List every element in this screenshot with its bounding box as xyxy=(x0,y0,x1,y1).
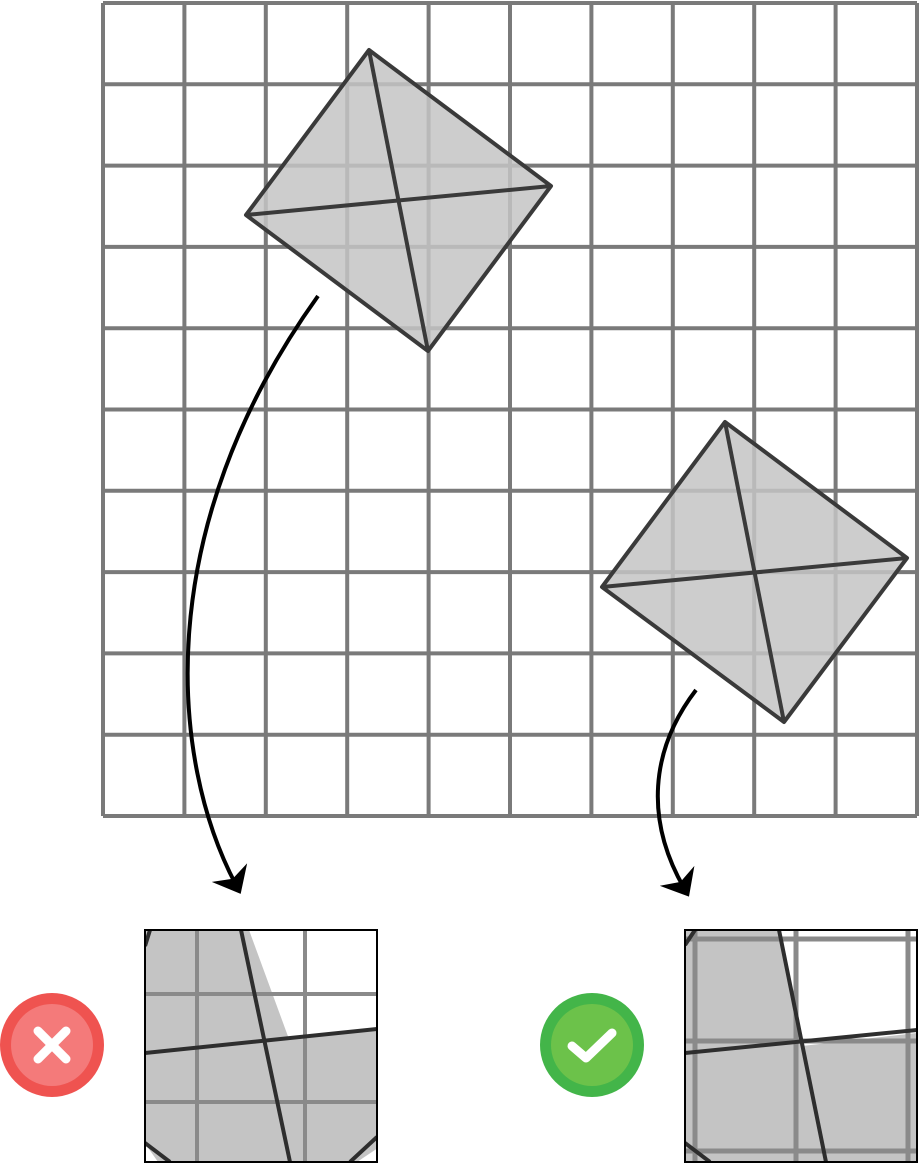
transformed-kite-shape xyxy=(600,420,909,724)
cross-icon xyxy=(0,993,104,1097)
original-kite-shape xyxy=(244,48,553,353)
check-icon xyxy=(540,993,644,1097)
correct-zoom-panel xyxy=(684,929,918,1163)
arrow-to-correct-zoom xyxy=(655,688,698,897)
incorrect-zoom-panel xyxy=(144,929,378,1163)
arrow-to-incorrect-zoom xyxy=(185,294,320,894)
